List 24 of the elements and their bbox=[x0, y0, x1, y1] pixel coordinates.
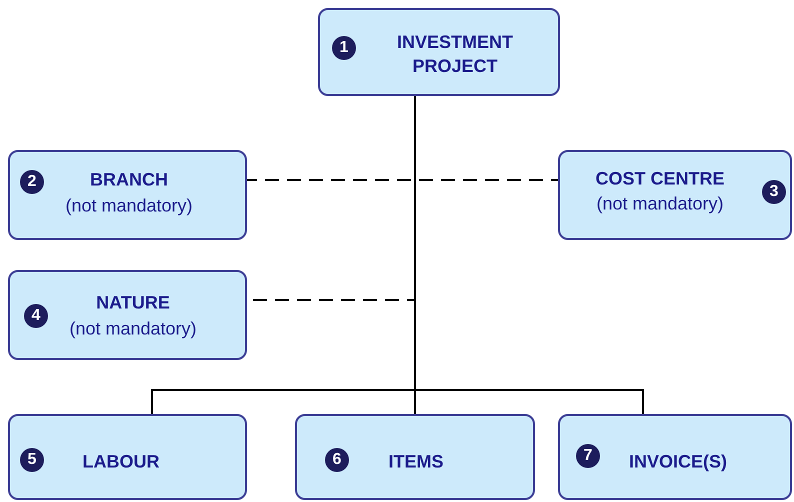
number-badge: 2 bbox=[20, 170, 44, 194]
entity-box bbox=[8, 150, 247, 240]
entity-box bbox=[318, 8, 560, 96]
number-badge: 7 bbox=[576, 444, 600, 468]
entity-box bbox=[558, 150, 792, 240]
entity-title: LABOUR bbox=[82, 452, 160, 472]
entity-title: INVESTMENT PROJECT bbox=[396, 31, 514, 78]
entity-note: (not mandatory) bbox=[69, 318, 197, 340]
entity-note: (not mandatory) bbox=[65, 196, 193, 216]
entity-box bbox=[295, 414, 535, 500]
number-badge: 4 bbox=[24, 304, 48, 328]
entity-title: BRANCH bbox=[90, 170, 168, 190]
number-badge: 6 bbox=[325, 448, 349, 472]
number-badge: 1 bbox=[332, 36, 356, 60]
number-badge: 5 bbox=[20, 448, 44, 472]
entity-title: INVOICE(S) bbox=[629, 452, 727, 472]
entity-title: ITEMS bbox=[388, 452, 444, 472]
entity-title: NATURE bbox=[96, 292, 170, 314]
entity-box bbox=[8, 270, 247, 360]
entity-title: COST CENTRE bbox=[596, 168, 724, 190]
number-badge: 3 bbox=[762, 180, 786, 204]
entity-note: (not mandatory) bbox=[596, 194, 724, 214]
entity-box bbox=[558, 414, 792, 500]
entity-box bbox=[8, 414, 247, 500]
